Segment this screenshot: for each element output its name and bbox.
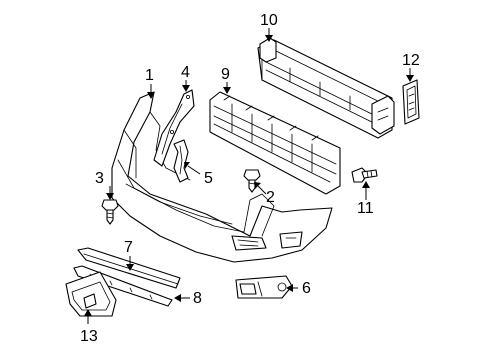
part-3-bolt — [101, 199, 119, 225]
callout-11: 11 — [357, 200, 374, 217]
part-2-bolt — [243, 169, 261, 193]
callout-9: 9 — [221, 66, 230, 83]
callout-7: 7 — [124, 239, 133, 256]
callout-13: 13 — [80, 328, 98, 345]
part-5-clip — [173, 139, 189, 183]
leader-lines — [84, 28, 414, 324]
part-12-bracket — [402, 79, 420, 125]
callout-5: 5 — [204, 170, 213, 187]
callout-10: 10 — [260, 12, 278, 29]
part-4-bracket — [153, 89, 195, 167]
part-11-bolt — [351, 167, 378, 183]
callout-1: 1 — [145, 67, 154, 84]
part-9-energy-absorber — [209, 91, 341, 195]
callout-4: 4 — [181, 64, 190, 81]
part-6-fog-lamp-bezel — [235, 275, 293, 299]
part-13-license-bracket — [65, 271, 117, 317]
callout-3: 3 — [95, 170, 104, 187]
callout-2: 2 — [266, 189, 275, 206]
callout-6: 6 — [302, 280, 311, 297]
part-10-reinforcement-beam — [257, 37, 395, 139]
callout-labels: 1 2 3 4 5 6 7 8 9 10 11 12 13 — [80, 12, 420, 345]
callout-12: 12 — [402, 52, 420, 69]
part-1-bumper-cover — [111, 91, 333, 263]
callout-8: 8 — [193, 290, 202, 307]
